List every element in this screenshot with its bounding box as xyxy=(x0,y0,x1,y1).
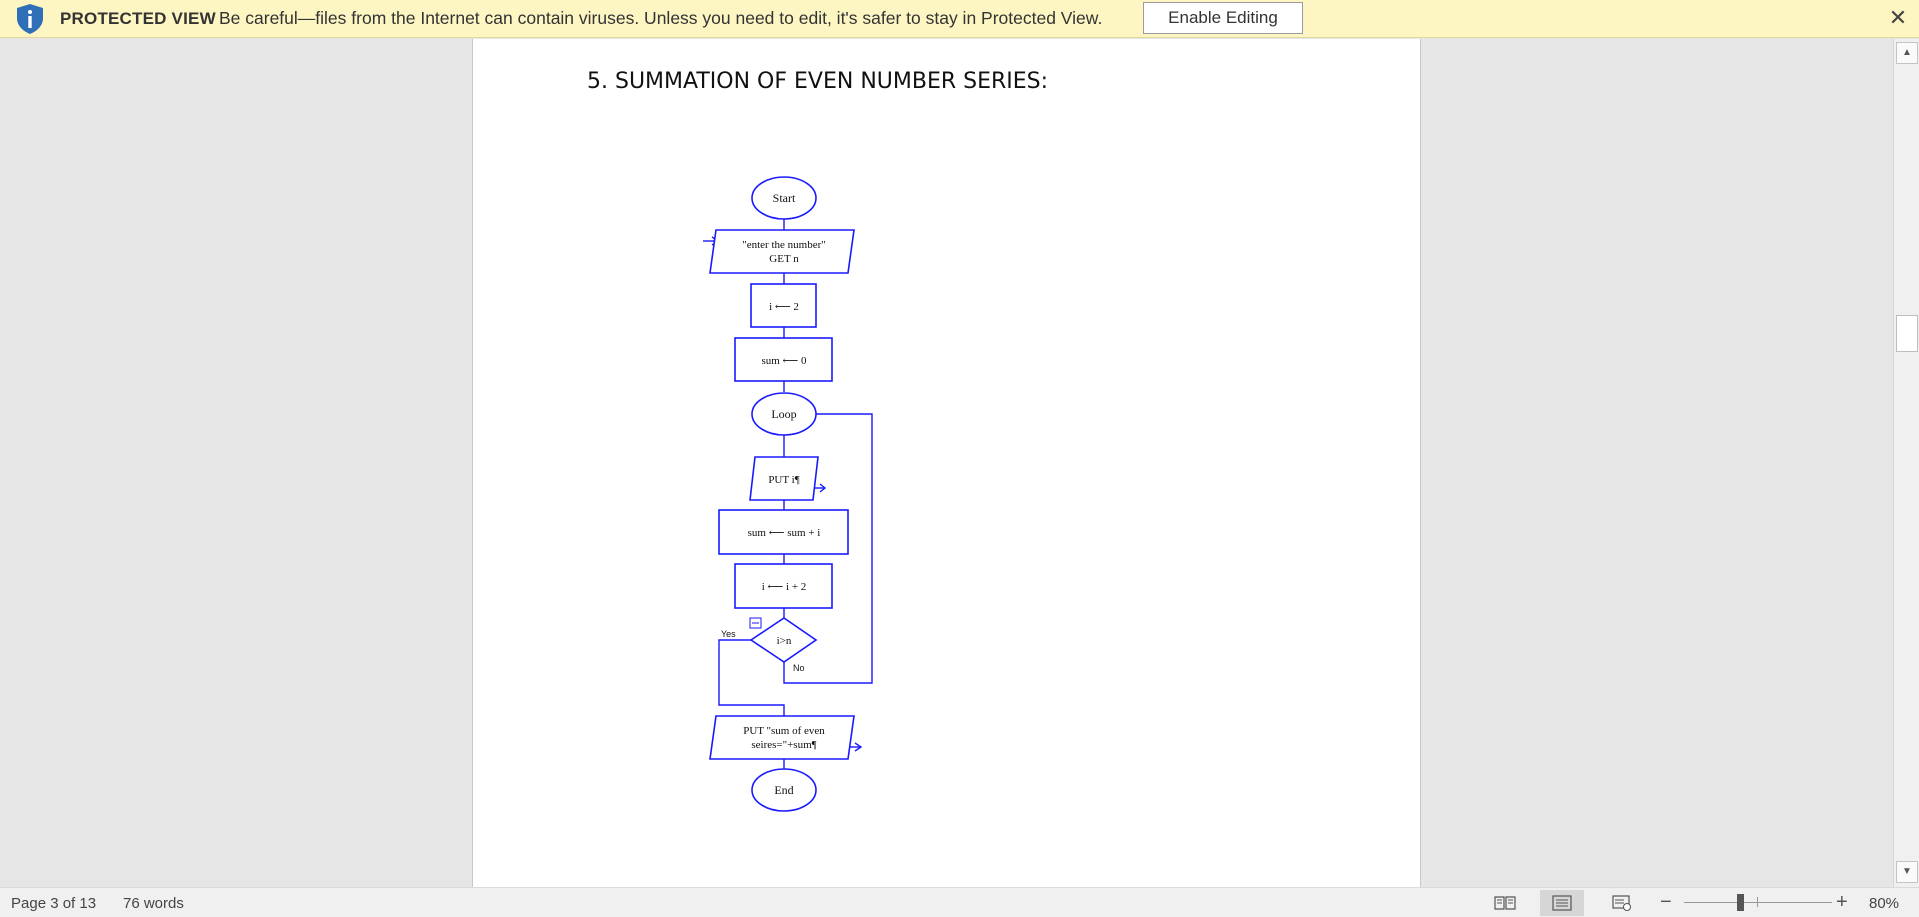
i-update-node xyxy=(734,563,833,609)
start-label: Start xyxy=(773,191,796,205)
protected-view-title: PROTECTED VIEW xyxy=(60,9,216,28)
sum-update-label: sum ⟵ sum + i xyxy=(748,527,821,539)
input-label-1: "enter the number" xyxy=(742,239,826,251)
section-heading: 5. SUMMATION OF EVEN NUMBER SERIES: xyxy=(587,69,1049,94)
yes-label: Yes xyxy=(721,629,736,639)
document-page[interactable]: 5. SUMMATION OF EVEN NUMBER SERIES: xyxy=(472,39,1421,887)
sum-update-node xyxy=(718,509,849,555)
document-workspace[interactable]: 5. SUMMATION OF EVEN NUMBER SERIES: xyxy=(0,39,1893,887)
zoom-in-button[interactable]: + xyxy=(1836,891,1848,913)
assign-i-node xyxy=(750,283,817,328)
scroll-down-icon[interactable]: ▼ xyxy=(1896,861,1918,883)
shield-info-icon xyxy=(17,4,43,34)
protected-view-message: Be careful—files from the Internet can c… xyxy=(219,8,1103,28)
output-node xyxy=(709,715,855,760)
output-label-1: PUT "sum of even xyxy=(743,725,825,737)
put-i-node xyxy=(749,456,819,501)
assign-sum-label: sum ⟵ 0 xyxy=(761,355,807,367)
print-layout-button[interactable] xyxy=(1540,890,1584,916)
protected-view-bar: PROTECTED VIEW Be careful—files from the… xyxy=(0,0,1919,38)
i-update-label: i ⟵ i + 2 xyxy=(762,581,807,593)
page-count[interactable]: Page 3 of 13 xyxy=(11,895,97,912)
zoom-out-button[interactable]: − xyxy=(1660,891,1672,913)
enable-editing-button[interactable]: Enable Editing xyxy=(1143,2,1303,34)
word-count[interactable]: 76 words xyxy=(123,895,184,912)
scroll-up-icon[interactable]: ▲ xyxy=(1896,42,1918,64)
put-i-label: PUT i¶ xyxy=(768,474,799,486)
no-label: No xyxy=(793,663,805,673)
end-node xyxy=(751,768,817,812)
zoom-level[interactable]: 80% xyxy=(1869,895,1900,912)
input-node xyxy=(709,229,855,274)
assign-sum-node xyxy=(734,337,833,382)
end-label: End xyxy=(774,783,793,797)
assign-i-label: i ⟵ 2 xyxy=(769,301,799,313)
web-layout-icon xyxy=(1612,895,1631,911)
vertical-scrollbar[interactable]: ▲ ▼ xyxy=(1893,39,1919,887)
zoom-slider-center-tick xyxy=(1757,897,1758,907)
decision-label: i>n xyxy=(777,635,792,647)
close-icon[interactable]: ✕ xyxy=(1888,5,1908,30)
scroll-thumb[interactable] xyxy=(1896,315,1918,352)
read-mode-icon xyxy=(1494,896,1516,910)
output-label-2: seires="+sum¶ xyxy=(751,739,816,751)
loop-node xyxy=(751,392,817,436)
status-bar: Page 3 of 13 76 words − + 80% xyxy=(0,887,1919,917)
zoom-slider[interactable] xyxy=(1684,902,1832,903)
print-layout-icon xyxy=(1552,895,1572,911)
zoom-slider-thumb[interactable] xyxy=(1737,894,1744,911)
start-node xyxy=(751,176,817,220)
read-mode-button[interactable] xyxy=(1483,890,1527,916)
loop-label: Loop xyxy=(771,407,796,421)
flowchart: Start "enter the number" GET n i ⟵ 2 sum… xyxy=(703,176,873,812)
input-label-2: GET n xyxy=(769,253,799,265)
decision-node xyxy=(749,617,818,663)
web-layout-button[interactable] xyxy=(1600,890,1644,916)
